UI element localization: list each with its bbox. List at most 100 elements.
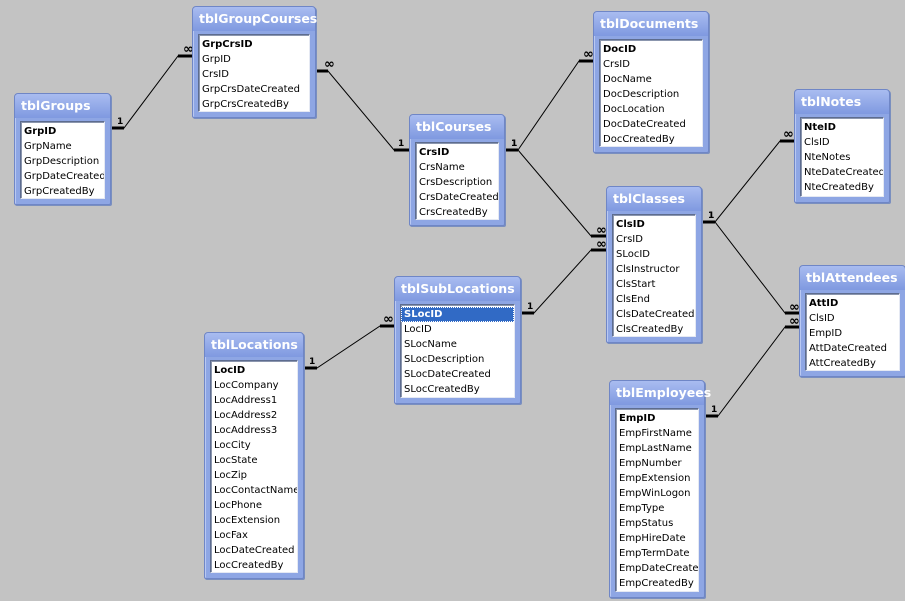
- field-item[interactable]: DocCreatedBy: [603, 134, 675, 145]
- field-item[interactable]: LocExtension: [214, 515, 281, 526]
- field-item[interactable]: GrpID: [202, 54, 231, 65]
- relationship-line[interactable]: 1∞: [703, 314, 800, 418]
- field-item[interactable]: EmpLastName: [619, 443, 692, 454]
- field-item[interactable]: EmpID: [809, 328, 843, 339]
- field-item[interactable]: CrsID: [419, 147, 450, 158]
- field-item[interactable]: LocID: [214, 365, 246, 376]
- table-title[interactable]: tblEmployees: [610, 381, 711, 405]
- field-item[interactable]: GrpID: [24, 126, 57, 137]
- field-item[interactable]: GrpName: [24, 141, 72, 152]
- field-item[interactable]: EmpDateCreated: [619, 563, 699, 574]
- relationship-line[interactable]: 1∞: [519, 237, 607, 315]
- field-item[interactable]: EmpStatus: [619, 518, 674, 529]
- relationship-line[interactable]: 1∞: [503, 47, 594, 152]
- field-item[interactable]: SLocCreatedBy: [404, 384, 480, 395]
- field-item[interactable]: EmpCreatedBy: [619, 578, 694, 589]
- field-item[interactable]: LocState: [214, 455, 258, 466]
- field-item[interactable]: SLocID: [401, 307, 514, 322]
- field-item[interactable]: GrpCrsCreatedBy: [202, 99, 289, 110]
- relationship-line[interactable]: 1∞: [314, 57, 409, 152]
- field-item[interactable]: EmpNumber: [619, 458, 682, 469]
- field-item[interactable]: EmpTermDate: [619, 548, 690, 559]
- field-item[interactable]: GrpCrsDateCreated: [202, 84, 300, 95]
- field-item[interactable]: SLocName: [404, 339, 457, 350]
- field-item[interactable]: ClsStart: [616, 279, 656, 290]
- field-item[interactable]: AttCreatedBy: [809, 358, 876, 369]
- field-item[interactable]: LocCity: [214, 440, 251, 451]
- field-item[interactable]: SLocID: [616, 249, 651, 260]
- field-item[interactable]: EmpType: [619, 503, 665, 514]
- field-item[interactable]: DocDateCreated: [603, 119, 686, 130]
- field-item[interactable]: LocCompany: [214, 380, 279, 391]
- table-title[interactable]: tblGroupCourses: [193, 7, 317, 31]
- relationship-line[interactable]: 1∞: [700, 211, 800, 315]
- table-title[interactable]: tblNotes: [795, 90, 889, 114]
- field-item[interactable]: NteDateCreated: [804, 167, 884, 178]
- field-item[interactable]: NteCreatedBy: [804, 182, 874, 193]
- field-item[interactable]: GrpDescription: [24, 156, 100, 167]
- field-item[interactable]: EmpFirstName: [619, 428, 692, 439]
- relationship-line[interactable]: 1∞: [503, 139, 607, 238]
- relationship-line[interactable]: 1∞: [302, 312, 394, 370]
- field-item[interactable]: LocAddress3: [214, 425, 278, 436]
- relationship-line[interactable]: 1∞: [700, 127, 794, 224]
- table-title[interactable]: tblGroups: [15, 94, 110, 118]
- table-title[interactable]: tblSubLocations: [395, 277, 520, 301]
- table-title[interactable]: tblAttendees: [800, 266, 905, 290]
- table-title[interactable]: tblClasses: [607, 187, 701, 211]
- table-title[interactable]: tblDocuments: [594, 12, 708, 36]
- field-item[interactable]: LocAddress2: [214, 410, 278, 421]
- field-item[interactable]: AttDateCreated: [809, 343, 887, 354]
- relationship-line[interactable]: 1∞: [109, 42, 194, 130]
- field-item[interactable]: LocDateCreated: [214, 545, 295, 556]
- field-item[interactable]: CrsDateCreated: [419, 192, 499, 203]
- field-item[interactable]: SLocDateCreated: [404, 369, 491, 380]
- field-item[interactable]: EmpID: [619, 413, 656, 424]
- field-item[interactable]: LocID: [404, 324, 432, 335]
- field-item[interactable]: CrsID: [616, 234, 643, 245]
- field-item[interactable]: DocLocation: [603, 104, 665, 115]
- field-item[interactable]: CrsID: [603, 59, 630, 70]
- field-item[interactable]: GrpDateCreated: [24, 171, 105, 182]
- field-item[interactable]: LocFax: [214, 530, 248, 541]
- field-item[interactable]: NteNotes: [804, 152, 851, 163]
- field-item[interactable]: CrsCreatedBy: [419, 207, 488, 218]
- field-item[interactable]: DocID: [603, 44, 637, 55]
- field-item[interactable]: ClsDateCreated: [616, 309, 695, 320]
- field-item[interactable]: LocContactName: [214, 485, 298, 496]
- field-item[interactable]: EmpWinLogon: [619, 488, 691, 499]
- field-item[interactable]: DocName: [603, 74, 652, 85]
- table-title[interactable]: tblLocations: [205, 333, 303, 357]
- field-item[interactable]: LocZip: [214, 470, 247, 481]
- field-item[interactable]: AttID: [809, 298, 839, 309]
- field-item[interactable]: CrsDescription: [419, 177, 493, 188]
- field-item[interactable]: LocAddress1: [214, 395, 278, 406]
- field-item[interactable]: LocCreatedBy: [214, 560, 284, 571]
- field-item[interactable]: ClsID: [616, 219, 645, 230]
- field-item[interactable]: ClsID: [804, 137, 830, 148]
- field-item[interactable]: GrpCreatedBy: [24, 186, 95, 197]
- field-item[interactable]: GrpCrsID: [202, 39, 253, 50]
- field-item[interactable]: CrsID: [202, 69, 229, 80]
- table-title[interactable]: tblCourses: [410, 115, 504, 139]
- field-item[interactable]: NteID: [804, 122, 836, 133]
